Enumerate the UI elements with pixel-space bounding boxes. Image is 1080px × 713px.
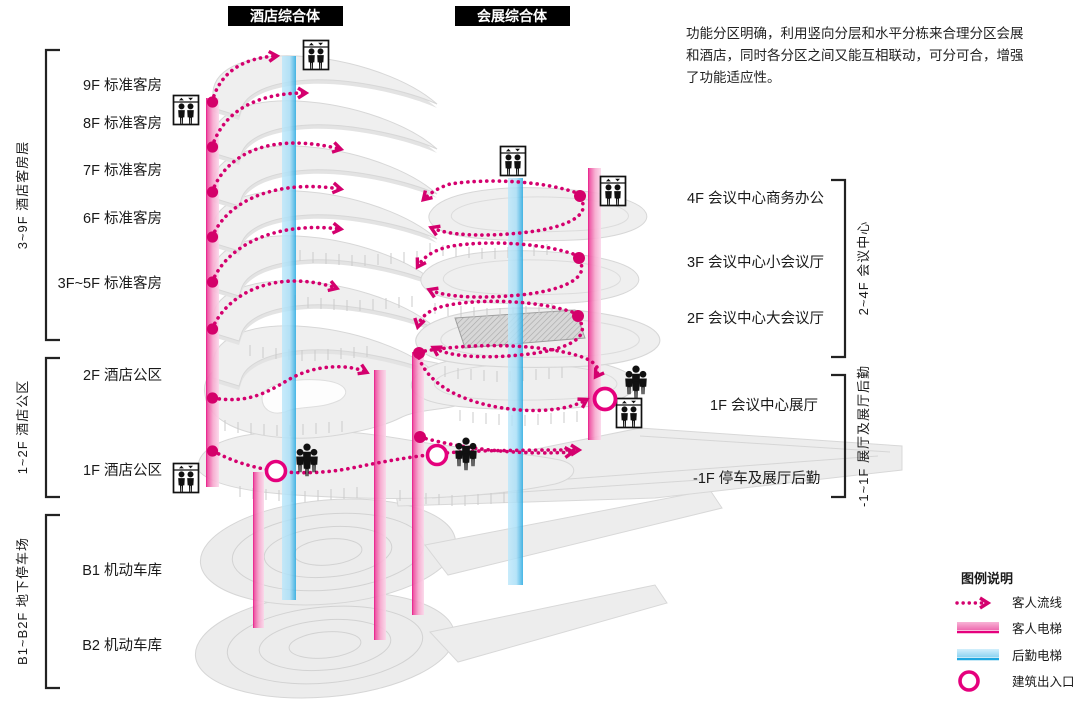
label-1f-hotel: 1F 酒店公区: [83, 462, 162, 479]
left-floor-labels: 9F 标准客房 8F 标准客房 7F 标准客房 6F 标准客房 3F~5F 标准…: [58, 77, 162, 654]
elevator-landing-dots: [206, 96, 586, 457]
guest-elevator-bar-hotel-lower: [253, 472, 264, 628]
bracket-label-basement-parking: B1~B2F 地下停车场: [15, 537, 30, 665]
entrance-circle-mid: [425, 443, 449, 467]
parking-level-b1-plate: [199, 489, 723, 606]
elevator-icon-exhibition-roof: [501, 147, 526, 176]
legend-service-elevator-label: 后勤电梯: [1012, 649, 1062, 663]
legend-guest-elevator-symbol: [957, 622, 999, 630]
header-exhibition-label: 会展综合体: [477, 8, 548, 24]
elevator-icon-hotel-roof: [304, 41, 329, 70]
people-group-icon-exhibition-1f: [625, 366, 647, 399]
label-2f-conference: 2F 会议中心大会议厅: [687, 310, 824, 327]
elevator-icon-hotel-1f: [174, 464, 199, 493]
right-floor-labels: 4F 会议中心商务办公 3F 会议中心小会议厅 2F 会议中心大会议厅 1F 会…: [687, 190, 824, 487]
guest-elevator-bar-mid-a: [374, 370, 386, 640]
bracket-label-conference-center: 2~4F 会议中心: [856, 221, 871, 316]
guest-elevator-bar-mid-b: [412, 352, 424, 615]
bracket-label-hotel-rooms: 3~9F 酒店客房层: [15, 141, 30, 250]
elevator-icon-exhibition-4f: [601, 177, 626, 206]
bracket-label-exhibition-logistics: -1~1F 展厅及展厅后勤: [856, 365, 871, 507]
legend-entrance-label: 建筑出入口: [1012, 674, 1075, 689]
guest-elevator-bar-hotel: [206, 98, 219, 487]
legend-guest-flow-label: 客人流线: [1012, 595, 1063, 610]
label-b1: B1 机动车库: [82, 562, 162, 579]
annotation-paragraph: 功能分区明确，利用竖向分层和水平分栋来合理分区会展 和酒店，同时各分区之间又能互…: [686, 26, 1024, 85]
label-7f: 7F 标准客房: [83, 162, 162, 179]
legend-service-elevator-symbol: [957, 649, 999, 657]
header-hotel-complex: 酒店综合体: [228, 6, 343, 26]
header-hotel-label: 酒店综合体: [250, 8, 321, 24]
annotation-line-3: 了功能适应性。: [686, 69, 781, 85]
annotation-line-1: 功能分区明确，利用竖向分层和水平分栋来合理分区会展: [686, 26, 1024, 41]
elevator-icon-exhibition-1f: [617, 399, 642, 428]
label-3f-5f: 3F~5F 标准客房: [58, 275, 162, 292]
label-3f-conference: 3F 会议中心小会议厅: [687, 254, 824, 271]
label-8f: 8F 标准客房: [83, 115, 162, 132]
entrance-circle-hotel: [264, 459, 288, 483]
header-exhibition-complex: 会展综合体: [455, 6, 570, 26]
entrance-circle-exhibition: [592, 386, 618, 412]
annotation-line-2: 和酒店，同时各分区之间又能互相联动，可分可合，增强: [686, 48, 1024, 63]
label-b2: B2 机动车库: [82, 637, 162, 654]
label-4f-conference: 4F 会议中心商务办公: [687, 190, 824, 207]
legend-entrance-symbol: [958, 670, 980, 692]
elevator-icon-hotel-9f: [174, 96, 199, 125]
label-1f-exhibition: 1F 会议中心展厅: [710, 397, 818, 414]
label-minus1f-parking: -1F 停车及展厅后勤: [693, 470, 820, 487]
bracket-label-hotel-public: 1~2F 酒店公区: [15, 380, 30, 475]
label-2f-hotel: 2F 酒店公区: [83, 367, 162, 384]
legend-guest-elevator-label: 客人电梯: [1012, 621, 1062, 636]
label-6f: 6F 标准客房: [83, 210, 162, 227]
label-9f: 9F 标准客房: [83, 77, 162, 94]
service-elevator-bar-exhibition: [508, 178, 523, 585]
left-brackets: [44, 48, 60, 690]
guest-flow-lines: [210, 49, 605, 475]
legend: 图例说明 客人流线 客人电梯 后勤电梯 建筑出入口: [955, 571, 1075, 692]
legend-title: 图例说明: [961, 571, 1013, 586]
right-brackets: [831, 178, 847, 499]
service-elevator-bar-hotel: [282, 56, 296, 600]
